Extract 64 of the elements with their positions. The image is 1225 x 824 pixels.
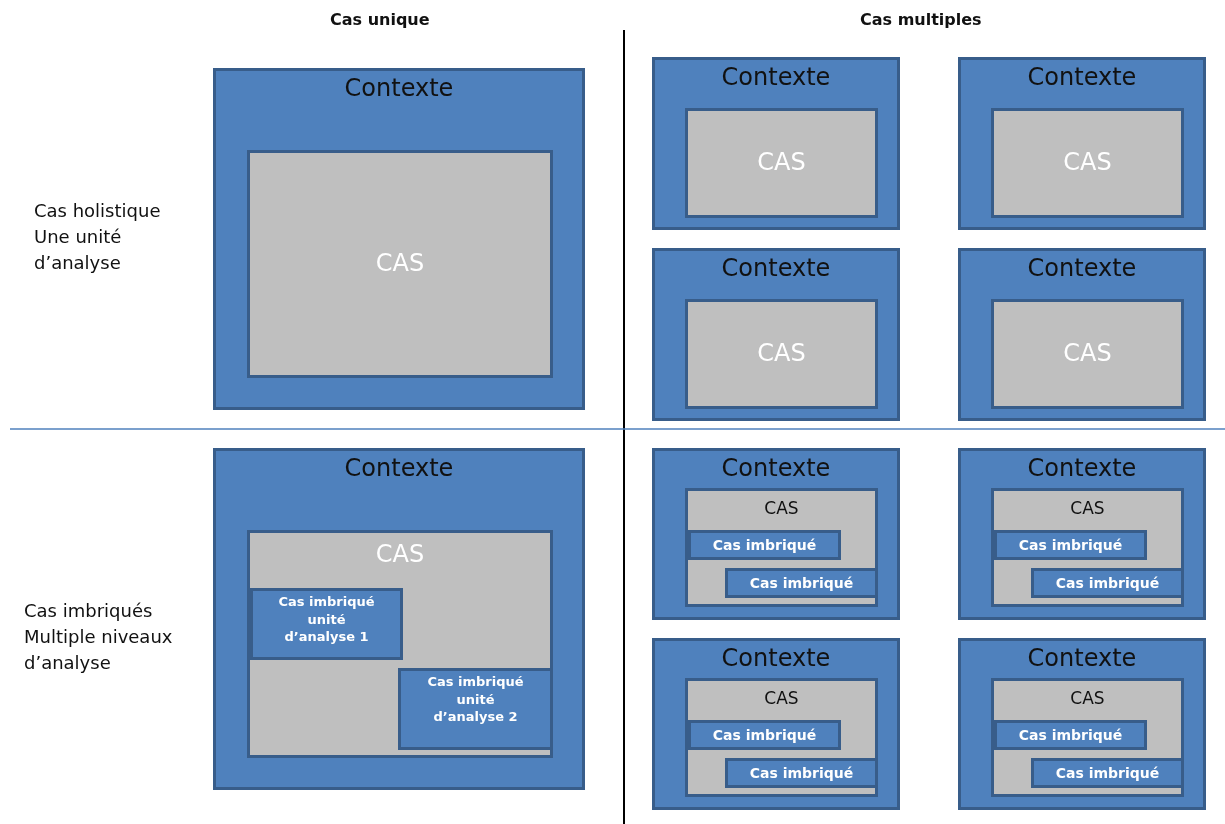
case-label: Cas imbriqué unité d’analyse 2	[426, 673, 525, 726]
case-label: CAS	[1062, 340, 1113, 368]
context-box	[652, 638, 900, 810]
context-title: Contexte	[1026, 455, 1138, 483]
context-title: Contexte	[343, 455, 455, 483]
case-label: CAS	[763, 689, 800, 709]
nested-case-box	[250, 588, 403, 660]
case-box	[685, 488, 878, 607]
context-title: Contexte	[343, 75, 455, 103]
case-box	[991, 108, 1184, 218]
case-label: Cas imbriqué	[711, 537, 818, 554]
case-label: Cas imbriqué	[711, 727, 818, 744]
case-box	[991, 488, 1184, 607]
case-label: CAS	[763, 499, 800, 519]
case-box	[991, 678, 1184, 797]
case-box	[247, 530, 553, 758]
nested-case-box	[994, 530, 1147, 560]
case-label: Cas imbriqué	[748, 575, 855, 592]
context-box	[958, 57, 1206, 230]
context-box	[213, 68, 585, 410]
context-box	[652, 57, 900, 230]
context-box	[213, 448, 585, 790]
case-box	[685, 678, 878, 797]
nested-case-box	[688, 720, 841, 750]
column-heading: Cas unique	[330, 9, 430, 31]
context-title: Contexte	[1026, 64, 1138, 92]
case-label: Cas imbriqué	[748, 765, 855, 782]
context-box	[652, 248, 900, 421]
column-heading: Cas multiples	[860, 9, 982, 31]
nested-case-box	[1031, 758, 1184, 788]
context-title: Contexte	[720, 255, 832, 283]
nested-case-box	[1031, 568, 1184, 598]
nested-case-box	[725, 568, 878, 598]
row-heading: Cas imbriqués Multiple niveaux d’analyse	[24, 599, 174, 676]
context-box	[652, 448, 900, 620]
context-box	[958, 248, 1206, 421]
case-label: Cas imbriqué	[1054, 765, 1161, 782]
nested-case-box	[398, 668, 553, 750]
context-title: Contexte	[720, 64, 832, 92]
case-label: Cas imbriqué unité d’analyse 1	[277, 593, 376, 646]
row-heading: Cas holistique Une unité d’analyse	[34, 199, 162, 276]
nested-case-box	[688, 530, 841, 560]
case-box	[685, 108, 878, 218]
case-label: Cas imbriqué	[1054, 575, 1161, 592]
nested-case-box	[994, 720, 1147, 750]
context-title: Contexte	[720, 645, 832, 673]
case-label: CAS	[1069, 499, 1106, 519]
case-label: CAS	[1062, 149, 1113, 177]
context-box	[958, 638, 1206, 810]
context-title: Contexte	[720, 455, 832, 483]
case-box	[685, 299, 878, 409]
case-label: CAS	[374, 541, 426, 569]
case-label: Cas imbriqué	[1017, 537, 1124, 554]
case-label: CAS	[374, 250, 426, 278]
case-label: CAS	[756, 340, 807, 368]
nested-case-box	[725, 758, 878, 788]
case-box	[991, 299, 1184, 409]
context-box	[958, 448, 1206, 620]
context-title: Contexte	[1026, 255, 1138, 283]
case-box	[247, 150, 553, 378]
context-title: Contexte	[1026, 645, 1138, 673]
case-label: CAS	[1069, 689, 1106, 709]
case-label: CAS	[756, 149, 807, 177]
case-label: Cas imbriqué	[1017, 727, 1124, 744]
